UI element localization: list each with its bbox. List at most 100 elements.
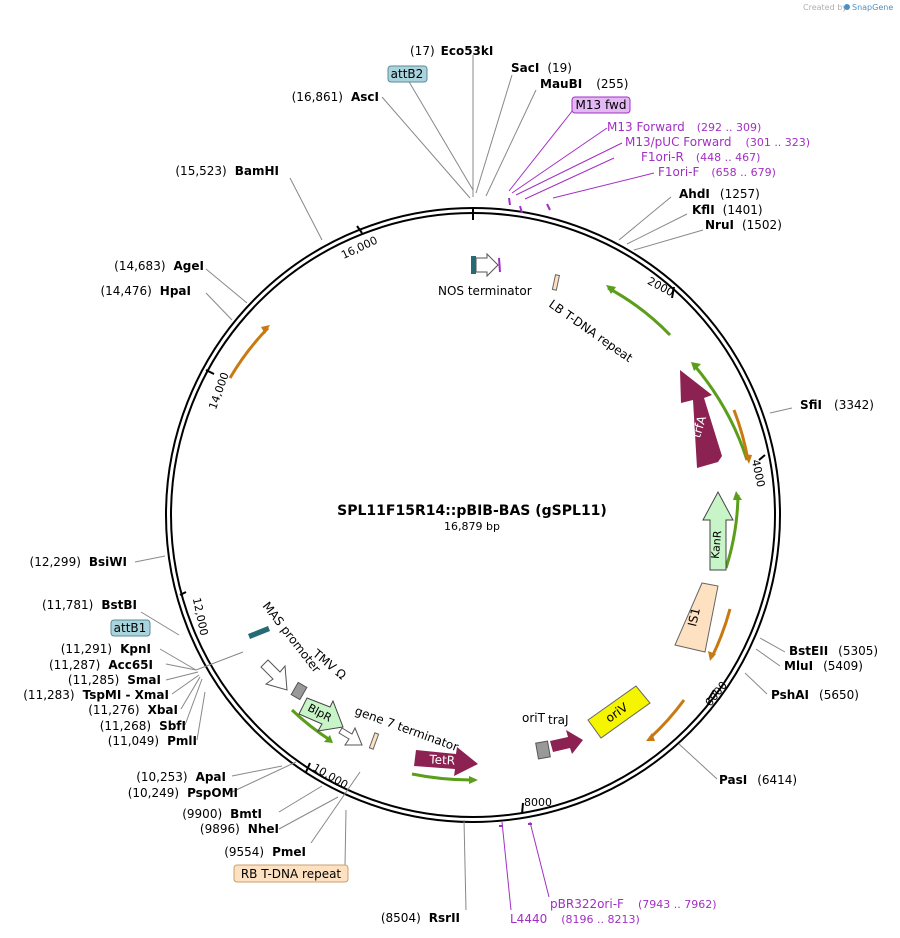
enzyme-pos: (11,268) — [100, 719, 151, 733]
svg-text:(14,476)HpaI: (14,476)HpaI — [100, 284, 191, 298]
enzyme-pos: (15,523) — [175, 164, 226, 178]
orf-arrowheads-green — [324, 285, 742, 784]
enzyme-name: NruI — [705, 218, 734, 232]
primer-marks — [498, 197, 551, 827]
enzyme-pos: (8504) — [381, 911, 421, 925]
enzyme-name: ApaI — [196, 770, 226, 784]
svg-text:M13 Forward(292 .. 309): M13 Forward(292 .. 309) — [607, 120, 761, 134]
enzyme-name: AhdI — [679, 187, 710, 201]
svg-text:L4440(8196 .. 8213): L4440(8196 .. 8213) — [510, 912, 640, 926]
attB1-label: attB1 — [114, 621, 147, 635]
primer-pos: (448 .. 467) — [696, 151, 761, 164]
svg-text:F1ori-F(658 .. 679): F1ori-F (658 .. 679) — [658, 165, 776, 179]
credit-brand: SnapGene — [852, 3, 893, 12]
enzyme-pos: (1401) — [723, 203, 763, 217]
primer-name: F1ori-F — [658, 165, 699, 179]
trfA-arrow — [680, 370, 722, 468]
enzyme-pos: (17) — [410, 44, 435, 58]
svg-text:MluI(5409): MluI (5409) — [784, 659, 863, 673]
traJ-arrow — [550, 730, 583, 754]
enzyme-pos: (11,049) — [108, 734, 159, 748]
svg-text:PasI(6414): PasI(6414) — [719, 773, 797, 787]
enzyme-pos: (11,291) — [61, 642, 112, 656]
enzyme-pos: (11,283) — [23, 688, 74, 702]
primer-labels: M13 Forward(292 .. 309) M13/pUC Forward (… — [510, 120, 810, 926]
enzyme-name: PshAI — [771, 688, 809, 702]
nos-terminator-arrow — [475, 252, 499, 278]
enzyme-pos: (11,276) — [88, 703, 139, 717]
svg-text:pBR322ori-F(7943 .. 7962): pBR322ori-F(7943 .. 7962) — [550, 897, 717, 911]
enzyme-name: SacI — [511, 61, 539, 75]
enzyme-name: MluI — [784, 659, 813, 673]
snapgene-logo-icon — [844, 4, 850, 10]
enzyme-name: XbaI — [148, 703, 178, 717]
enzyme-name: Acc65I — [108, 658, 153, 672]
enzyme-pos: (19) — [547, 61, 572, 75]
primer-name: pBR322ori-F — [550, 897, 624, 911]
enzyme-pos: (5409) — [823, 659, 863, 673]
primer-pos: (658 .. 679) — [711, 166, 776, 179]
lb-tdna-block — [551, 274, 561, 291]
enzyme-name: KflI — [692, 203, 715, 217]
enzyme-name: MauBI — [540, 77, 582, 91]
enzyme-pos: (255) — [596, 77, 628, 91]
enzyme-pos: (9896) — [200, 822, 240, 836]
svg-text:(11,291)KpnI: (11,291)KpnI — [61, 642, 151, 656]
svg-text:AhdI(1257): AhdI (1257) — [679, 187, 760, 201]
enzyme-name: AscI — [351, 90, 379, 104]
enzyme-name: PmeI — [272, 845, 306, 859]
svg-text:(11,276)XbaI: (11,276) XbaI — [88, 703, 178, 717]
svg-text:(14,683)AgeI: (14,683)AgeI — [114, 259, 204, 273]
enzyme-pos: (3342) — [834, 398, 874, 412]
enzyme-name: RsrII — [429, 911, 460, 925]
enzyme-pos: (5650) — [819, 688, 859, 702]
tick-label-16000: 16,000 — [339, 234, 379, 262]
svg-text:F1ori-R(448 .. 467): F1ori-R (448 .. 467) — [641, 150, 760, 164]
orf-arcs-orange — [228, 326, 750, 740]
is1-block — [674, 582, 719, 653]
lb-tdna-label: LB T-DNA repeat — [546, 297, 635, 365]
svg-text:MauBI(255): MauBI (255) — [540, 77, 628, 91]
leader-lines — [134, 55, 793, 911]
enzyme-pos: (10,249) — [128, 786, 179, 800]
svg-text:M13/pUC Forward(301 .. 323): M13/pUC Forward (301 .. 323) — [625, 135, 810, 149]
tetR-label: TetR — [428, 752, 455, 767]
attB2-label: attB2 — [391, 67, 424, 81]
enzyme-pos: (14,683) — [114, 259, 165, 273]
svg-text:KflI(1401): KflI (1401) — [692, 203, 763, 217]
tick-label-6000: 6000 — [703, 679, 730, 709]
svg-text:(11,781)BstBI: (11,781)BstBI — [42, 598, 137, 612]
enzyme-name: HpaI — [160, 284, 191, 298]
primer-pos: (301 .. 323) — [746, 136, 811, 149]
enzyme-pos: (11,287) — [49, 658, 100, 672]
attB1-box — [110, 619, 151, 637]
traJ-label: traJ — [548, 713, 569, 727]
svg-text:(11,049)PmlI: (11,049) PmlI — [108, 734, 197, 748]
enzyme-name: BsiWI — [89, 555, 127, 569]
primer-name: F1ori-R — [641, 150, 684, 164]
svg-text:(11,283)TspMI - XmaI: (11,283) TspMI - XmaI — [23, 688, 169, 702]
primer-name: M13/pUC Forward — [625, 135, 732, 149]
enzyme-name: PspOMI — [187, 786, 238, 800]
enzyme-name: PmlI — [167, 734, 197, 748]
mas-promoter-block — [248, 626, 270, 639]
orf-arrowheads-orange — [261, 325, 752, 741]
enzyme-pos: (16,861) — [292, 90, 343, 104]
tmv-block — [290, 681, 308, 701]
svg-text:PshAI(5650): PshAI (5650) — [771, 688, 859, 702]
enzyme-name: BamHI — [235, 164, 279, 178]
enzyme-name: BstEII — [789, 644, 828, 658]
enzyme-name: TspMI - XmaI — [83, 688, 169, 702]
tetR-arrow — [414, 747, 478, 776]
svg-text:(9900)BmtI: (9900)BmtI — [182, 807, 262, 821]
svg-text:(11,268)SbfI: (11,268)SbfI — [100, 719, 186, 733]
tick-marks — [179, 208, 766, 815]
enzyme-name: SfiI — [800, 398, 822, 412]
tick-label-12000: 12,000 — [190, 596, 211, 636]
svg-text:(12,299)BsiWI: (12,299)BsiWI — [30, 555, 127, 569]
svg-text:SfiI(3342): SfiI (3342) — [800, 398, 874, 412]
enzyme-name: PasI — [719, 773, 747, 787]
primer-name: L4440 — [510, 912, 547, 926]
enzyme-pos: (1257) — [720, 187, 760, 201]
